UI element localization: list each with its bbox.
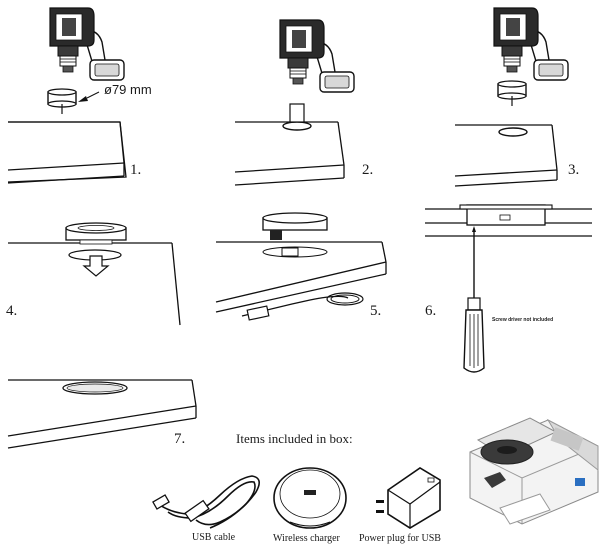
usb-cable-caption: USB cable	[192, 532, 236, 543]
screwdriver-icon	[463, 226, 485, 373]
step-number-5: 5.	[370, 303, 382, 319]
step-number-7: 7.	[174, 431, 186, 447]
drill-icon	[279, 19, 355, 93]
step-number-4: 4.	[6, 303, 18, 319]
step-5-panel	[215, 212, 387, 321]
usb-cable-icon	[152, 475, 260, 529]
hole-diameter-label: ø79 mm	[104, 82, 152, 97]
hole-saw-icon	[47, 88, 77, 115]
power-plug-icon	[376, 467, 441, 529]
screwdriver-note: Screw driver not included	[492, 317, 554, 323]
power-plug-caption: Power plug for USB	[359, 533, 441, 544]
step-number-1: 1.	[130, 162, 142, 178]
step-6-panel	[425, 204, 592, 373]
step-7-panel	[7, 379, 197, 449]
drill-icon	[49, 7, 125, 81]
box-contents-title: Items included in box:	[236, 431, 353, 446]
product-box-icon	[469, 417, 599, 525]
step-2-panel	[234, 19, 355, 186]
drill-icon	[493, 7, 569, 81]
charger-puck-icon	[273, 467, 347, 529]
step-4-panel	[8, 222, 181, 326]
step-number-2: 2.	[362, 162, 374, 178]
wireless-charger-caption: Wireless charger	[273, 533, 340, 544]
step-number-3: 3.	[568, 162, 580, 178]
charger-puck-icon	[65, 222, 127, 245]
hole-saw-icon	[497, 80, 527, 107]
step-number-6: 6.	[425, 303, 437, 319]
step-1-panel	[7, 7, 127, 184]
step-3-panel	[454, 7, 569, 187]
